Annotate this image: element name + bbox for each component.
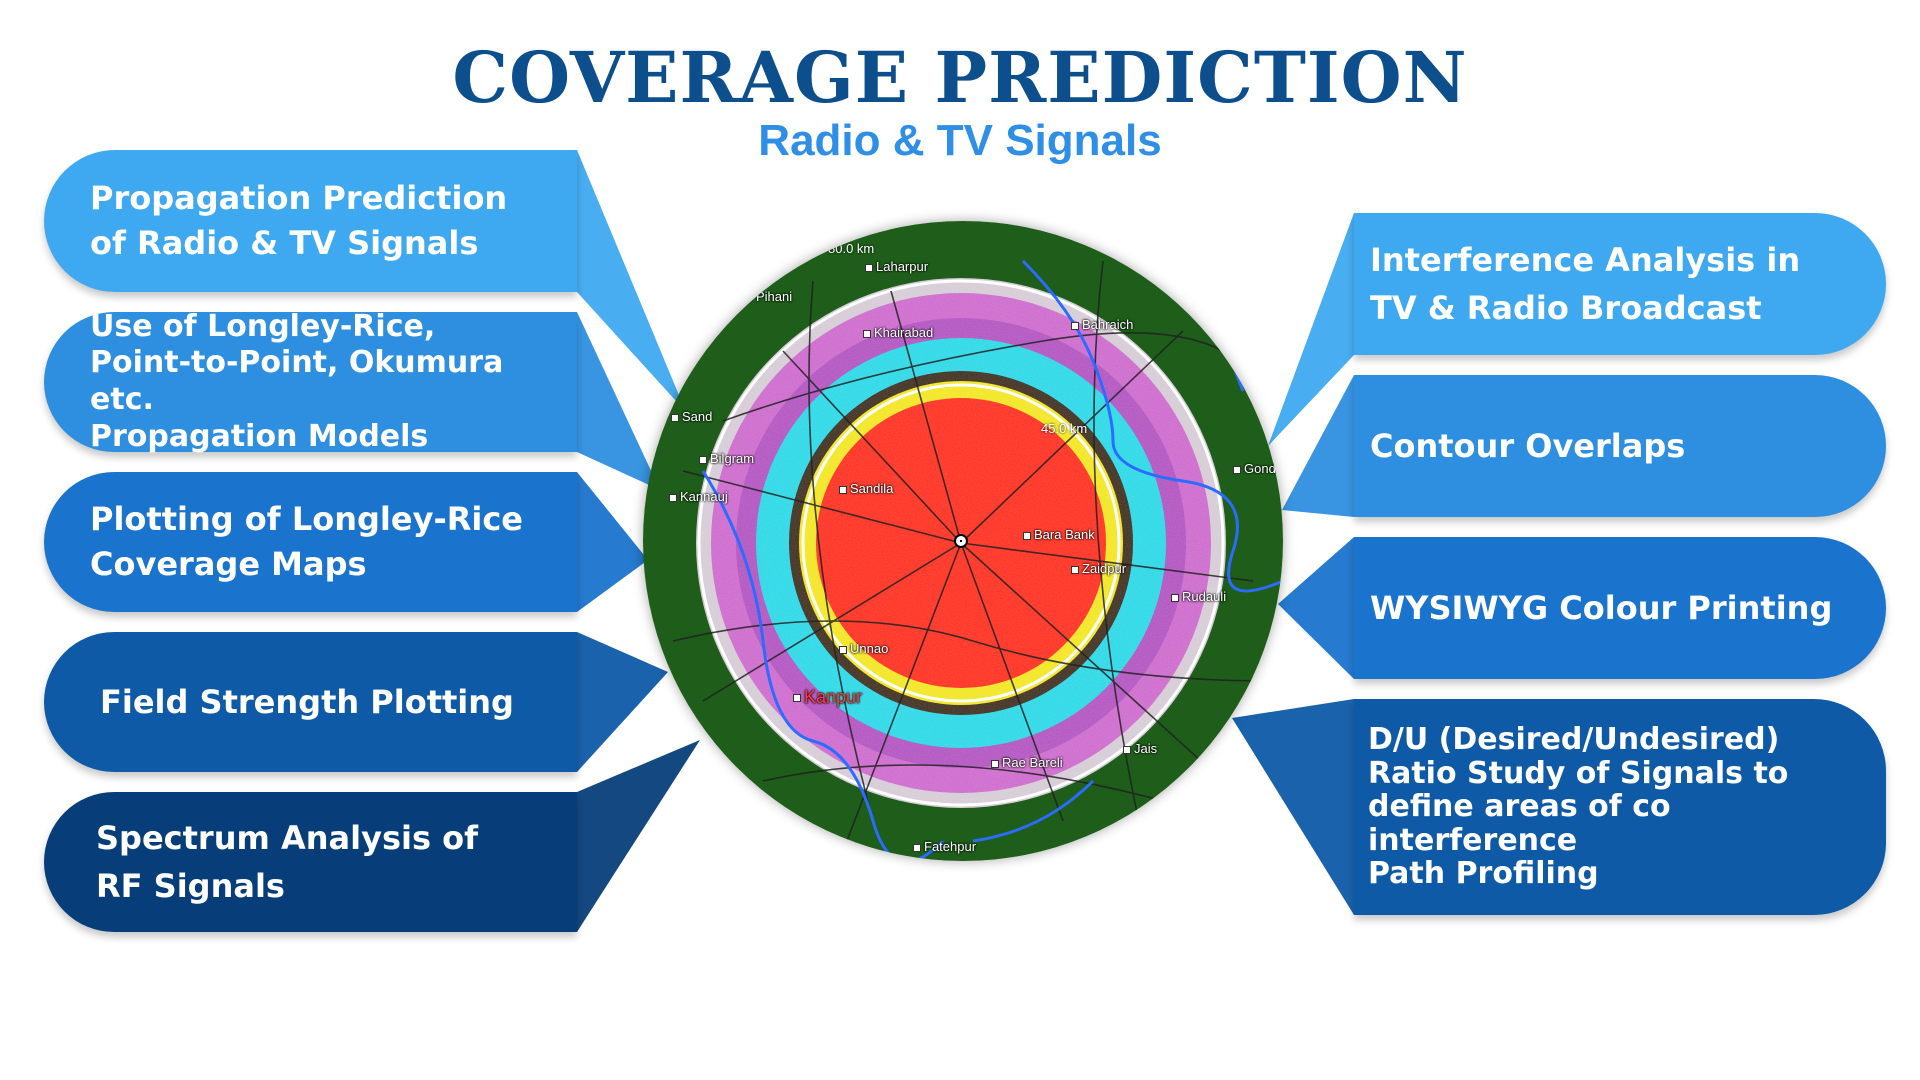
connector-left-4 [577, 632, 668, 772]
page-title: COVERAGE PREDICTION [452, 36, 1468, 119]
feature-label: Interference Analysis in TV & Radio Broa… [1370, 241, 1801, 327]
town-label: Bara Bank [1023, 527, 1095, 542]
river-network [701, 259, 1283, 861]
town-label: Bilgram [699, 451, 754, 466]
connector-right-2 [1282, 375, 1354, 517]
connector-left-2 [577, 312, 660, 490]
town-label: Bahraich [1071, 317, 1133, 332]
town-label: Khairabad [863, 325, 933, 340]
town-label: Rae Bareli [991, 755, 1063, 770]
feature-label: D/U (Desired/Undesired) Ratio Study of S… [1368, 722, 1789, 892]
connector-right-1 [1268, 213, 1354, 446]
distance-circle-outer [697, 279, 1225, 807]
town-label: Kannauj [669, 489, 728, 504]
feature-contour-overlaps: Contour Overlaps [1354, 375, 1886, 517]
feature-label: Propagation Prediction of Radio & TV Sig… [90, 179, 508, 262]
connector-right-3 [1278, 537, 1354, 679]
feature-label: Contour Overlaps [1370, 427, 1686, 465]
connector-left-1 [577, 150, 686, 412]
town-label: Zaidpur [1071, 561, 1126, 576]
town-label: Gond [1233, 461, 1276, 476]
town-label: Sandila [839, 481, 893, 496]
town-label: Jais [1123, 741, 1157, 756]
feature-propagation-prediction: Propagation Prediction of Radio & TV Sig… [44, 150, 577, 292]
transmitter-site-icon [954, 534, 968, 548]
town-label: Unnao [839, 641, 888, 656]
distance-label-outer: 80.0 km [828, 241, 875, 256]
feature-label: Use of Longley-Rice, Point-to-Point, Oku… [90, 308, 504, 454]
town-label: Pihani [745, 289, 792, 304]
feature-propagation-models: Use of Longley-Rice, Point-to-Point, Oku… [44, 308, 577, 454]
connector-left-5 [577, 740, 700, 932]
feature-coverage-maps: Plotting of Longley-Rice Coverage Maps [44, 472, 577, 612]
connector-left-3 [577, 472, 648, 612]
town-label: Rudauli [1171, 589, 1226, 604]
distance-circle-inner [801, 383, 1121, 703]
feature-label: Spectrum Analysis of RF Signals [96, 819, 479, 905]
town-label: Fatehpur [913, 839, 976, 854]
connector-right-4 [1232, 699, 1354, 915]
town-label: Laharpur [865, 259, 928, 274]
page-subtitle: Radio & TV Signals [758, 116, 1162, 165]
town-label-kanpur: Kanpur [793, 687, 862, 708]
feature-label: Field Strength Plotting [100, 682, 514, 721]
feature-field-strength: Field Strength Plotting [44, 632, 577, 772]
feature-interference-analysis: Interference Analysis in TV & Radio Broa… [1354, 213, 1886, 355]
town-label: Sand [671, 409, 712, 424]
feature-label: Plotting of Longley-Rice Coverage Maps [90, 500, 523, 583]
feature-du-ratio-study: D/U (Desired/Undesired) Ratio Study of S… [1354, 699, 1886, 915]
feature-label: WYSIWYG Colour Printing [1370, 589, 1833, 627]
feature-colour-printing: WYSIWYG Colour Printing [1354, 537, 1886, 679]
distance-label-inner: 45.0 km [1041, 421, 1088, 436]
feature-spectrum-analysis: Spectrum Analysis of RF Signals [44, 792, 577, 932]
